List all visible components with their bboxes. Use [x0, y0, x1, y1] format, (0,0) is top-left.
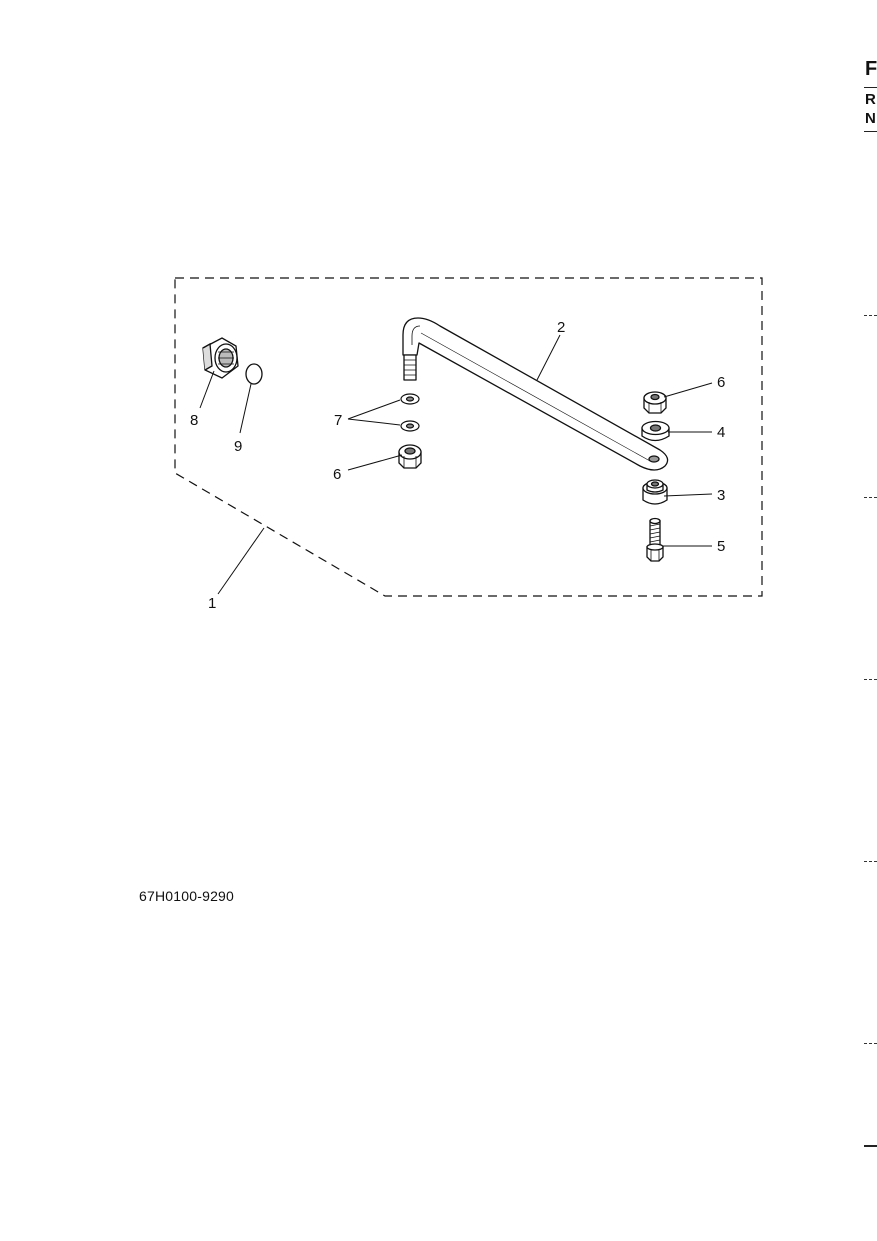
edge-dash [864, 861, 877, 862]
edge-rule [864, 1145, 877, 1147]
edge-dash [864, 679, 877, 680]
part-7-washers [400, 393, 420, 432]
edge-rule [864, 131, 877, 132]
edge-letter-n: N [865, 110, 876, 127]
part-8-fitting [202, 337, 239, 379]
assembly-boundary [174, 277, 763, 597]
part-6-nut-right [643, 391, 667, 414]
callout-3: 3 [717, 487, 725, 504]
leader-lines [199, 334, 713, 595]
edge-letter-f: F [865, 58, 877, 80]
edge-dash [864, 315, 877, 316]
diagram-part-number: 67H0100-9290 [139, 888, 235, 904]
callout-1: 1 [208, 595, 216, 612]
edge-letter-r: R [865, 91, 876, 108]
part-3-bushing [642, 479, 668, 505]
edge-dash [864, 497, 877, 498]
callout-4: 4 [717, 424, 725, 441]
part-5-bolt [646, 517, 664, 562]
edge-dash [864, 1043, 877, 1044]
callout-6-right: 6 [717, 374, 725, 391]
callout-2: 2 [557, 319, 565, 336]
part-6-nut-left [398, 444, 422, 469]
part-2-rod [402, 317, 669, 471]
part-4-collar [641, 420, 670, 442]
callout-7: 7 [334, 412, 342, 429]
callout-5: 5 [717, 538, 725, 555]
edge-rule [864, 87, 877, 88]
callout-9: 9 [234, 438, 242, 455]
callout-8: 8 [190, 412, 198, 429]
callout-6-left: 6 [333, 466, 341, 483]
part-9-o-ring [245, 363, 263, 385]
